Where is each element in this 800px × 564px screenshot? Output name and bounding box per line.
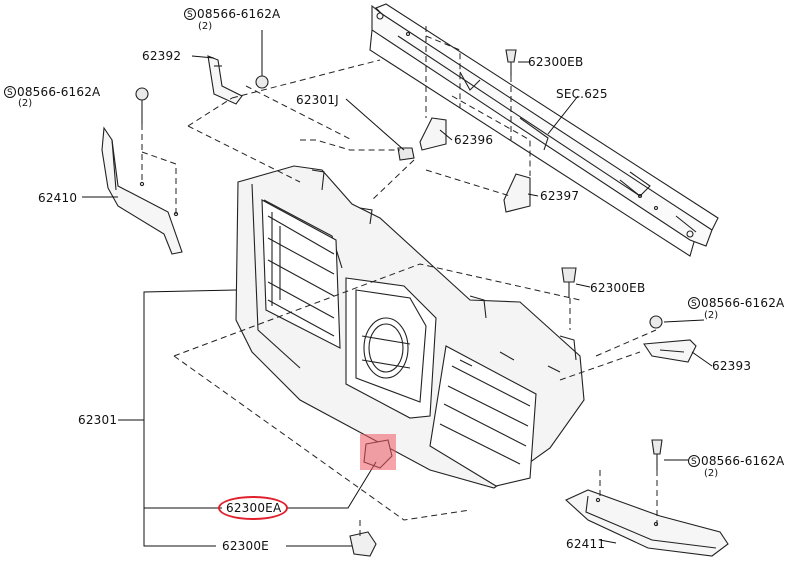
screw-08566-right [649,315,663,329]
grille-assembly [235,165,585,489]
bracket-62411 [565,489,729,557]
qty-08566-top: (2) [198,21,213,32]
bracket-62397 [503,173,531,213]
qty-08566-bottom: (2) [704,468,719,479]
label-08566-left-text: 08566-6162A [17,85,101,99]
clip-62300EB-top [505,49,517,76]
clip-62301J [397,147,415,161]
radiator-core-support [369,3,719,257]
label-62397[interactable]: 62397 [540,189,580,203]
screw-08566-bottom [651,439,663,470]
label-62411[interactable]: 62411 [566,537,606,551]
label-62301[interactable]: 62301 [78,413,118,427]
label-62393[interactable]: 62393 [712,359,752,373]
label-62301J[interactable]: 62301J [296,93,339,107]
label-08566-top-text: 08566-6162A [197,7,281,21]
assembly-lines [141,26,658,536]
clip-62300E [349,531,377,557]
label-62410[interactable]: 62410 [38,191,78,205]
s-symbol-icon: S [4,86,16,98]
s-symbol-icon: S [688,455,700,467]
bracket-62396 [419,117,447,151]
screw-08566-top [255,30,269,89]
qty-08566-right: (2) [704,310,719,321]
label-08566-right-text: 08566-6162A [701,296,785,310]
label-62392[interactable]: 62392 [142,49,182,63]
label-62300E[interactable]: 62300E [222,539,269,553]
clip-62392 [207,55,243,105]
label-62300EB-mid[interactable]: 62300EB [590,281,646,295]
clip-62393 [643,339,697,363]
label-62300EA[interactable]: 62300EA [226,501,282,515]
label-sec625[interactable]: SEC.625 [556,87,608,101]
label-62396[interactable]: 62396 [454,133,494,147]
leader-lines [82,55,713,547]
qty-08566-left: (2) [18,98,33,109]
label-08566-bottom-text: 08566-6162A [701,454,785,468]
s-symbol-icon: S [688,297,700,309]
highlight-box [360,434,396,470]
label-62300EB-top[interactable]: 62300EB [528,55,584,69]
clip-62300EB-mid [561,267,577,298]
screw-08566-left [135,87,149,124]
highlight-oval [218,496,288,520]
s-symbol-icon: S [184,8,196,20]
